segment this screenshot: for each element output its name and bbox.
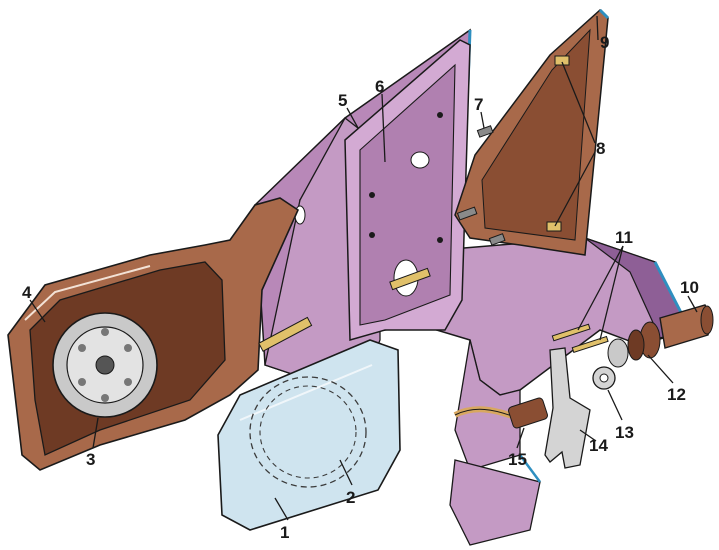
callout-10: 10 [680, 278, 699, 297]
callout-4: 4 [22, 283, 32, 302]
trim-clips [546, 55, 570, 232]
nut [592, 366, 616, 390]
mirror-heater [249, 376, 367, 488]
callout-13: 13 [615, 423, 634, 442]
wiring-harness [453, 397, 548, 429]
callout-3: 3 [86, 450, 95, 469]
callout-7: 7 [474, 95, 483, 114]
adjustment-rods [258, 267, 431, 352]
callout-9: 9 [600, 33, 609, 52]
callout-6: 6 [375, 77, 384, 96]
callout-labels: 1 2 3 4 5 6 7 8 9 10 11 12 13 14 15 [22, 33, 699, 542]
callout-14: 14 [589, 436, 608, 455]
callout-12: 12 [667, 385, 686, 404]
leader-lines [29, 15, 698, 521]
adjustment-knob [659, 304, 714, 349]
knob-seal [607, 321, 661, 368]
callout-15: 15 [508, 450, 527, 469]
corner-trim-panel [454, 8, 610, 256]
mirror-mounting-plate [344, 39, 471, 341]
callout-5: 5 [338, 91, 347, 110]
screws [456, 125, 506, 246]
mirror-actuator [52, 312, 158, 418]
callout-1: 1 [280, 523, 289, 542]
mounting-bracket [544, 347, 591, 469]
callout-11: 11 [615, 228, 633, 247]
callout-8: 8 [596, 139, 605, 158]
studs [551, 323, 609, 354]
callout-2: 2 [346, 488, 355, 507]
